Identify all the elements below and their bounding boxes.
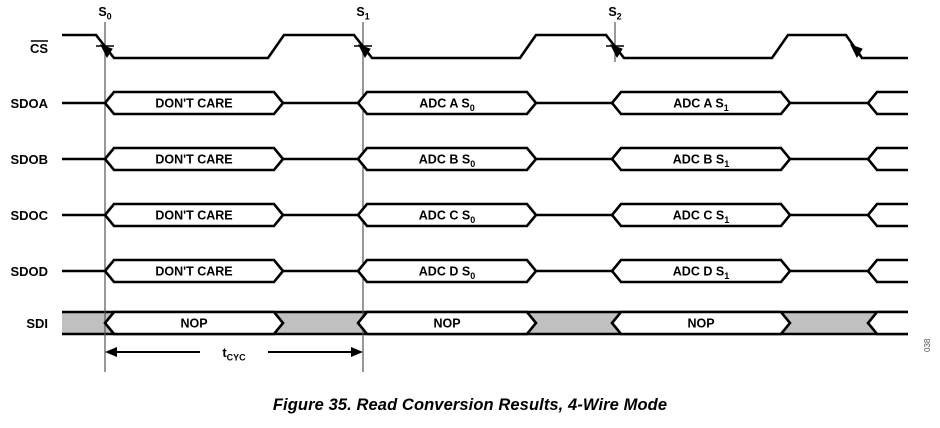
signal-label-sdi: SDI [26,316,48,331]
bus-bubble [356,146,538,172]
signal-labels-layer: CS SDOA SDOB SDOC SDOD SDI [10,40,49,331]
bus-bubble-tail [866,146,908,172]
bus-bubble [356,202,538,228]
bubble-text: DON'T CARE [155,97,232,111]
bus-bubble-tail [866,310,908,336]
bus-bubble [610,202,792,228]
marker-label-s0: S0 [98,5,111,22]
bus-bubble [356,90,538,116]
bus-bubble [103,258,285,284]
waveform-cs [62,33,908,60]
marker-label-s1: S1 [356,5,369,22]
falling-edge-arrow [357,44,371,59]
bubble-text: DON'T CARE [155,209,232,223]
signal-label-cs: CS [30,41,48,56]
falling-edge-arrow [849,44,863,59]
bubble-text-layer: DON'T CARE ADC A S0 ADC A S1 DON'T CARE ADC … [155,97,729,331]
bubble-text: ADC D S0 [419,265,475,282]
bubble-text: ADC C S0 [419,209,475,226]
tcyc-label: tCYC [222,345,246,363]
bus-bubble [610,258,792,284]
bubble-text: ADC A S0 [419,97,474,114]
bubble-text: ADC B S1 [673,153,729,170]
marker-label-s2: S2 [608,5,621,22]
signal-label-sdoa: SDOA [10,96,48,111]
bubble-text: DON'T CARE [155,265,232,279]
bubble-text: DON'T CARE [155,153,232,167]
figure-id-layer: 038 [923,338,932,352]
bus-bubble [103,310,285,336]
signal-label-sdoc: SDOC [10,208,48,223]
bubble-text: NOP [433,317,460,331]
bubble-text: ADC A S1 [673,97,728,114]
bus-bubble [610,146,792,172]
bus-bubble-tail [866,202,908,228]
bubble-text: NOP [180,317,207,331]
tcyc-dimension-layer: tCYC [105,345,363,363]
bus-bubble [103,202,285,228]
waveforms-layer [62,33,908,336]
signal-label-sdob: SDOB [10,152,48,167]
tcyc-arrow-right [351,347,363,357]
bus-bubble [610,310,792,336]
bus-bubble [356,310,538,336]
bus-bubble [356,258,538,284]
bubble-text: ADC B S0 [419,153,475,170]
bubble-text: ADC C S1 [673,209,729,226]
falling-edge-arrow [99,44,113,59]
falling-edge-arrow [609,44,623,59]
bus-bubble-tail [866,90,908,116]
signal-label-sdod: SDOD [10,264,48,279]
figure-caption: Figure 35. Read Conversion Results, 4-Wi… [272,396,668,414]
bus-bubble [610,90,792,116]
bubble-text: NOP [687,317,714,331]
figure-id: 038 [923,338,932,352]
bus-bubble [103,146,285,172]
bus-bubble-tail [866,258,908,284]
tcyc-arrow-left [105,347,117,357]
bus-bubble [103,90,285,116]
bubble-text: ADC D S1 [673,265,729,282]
